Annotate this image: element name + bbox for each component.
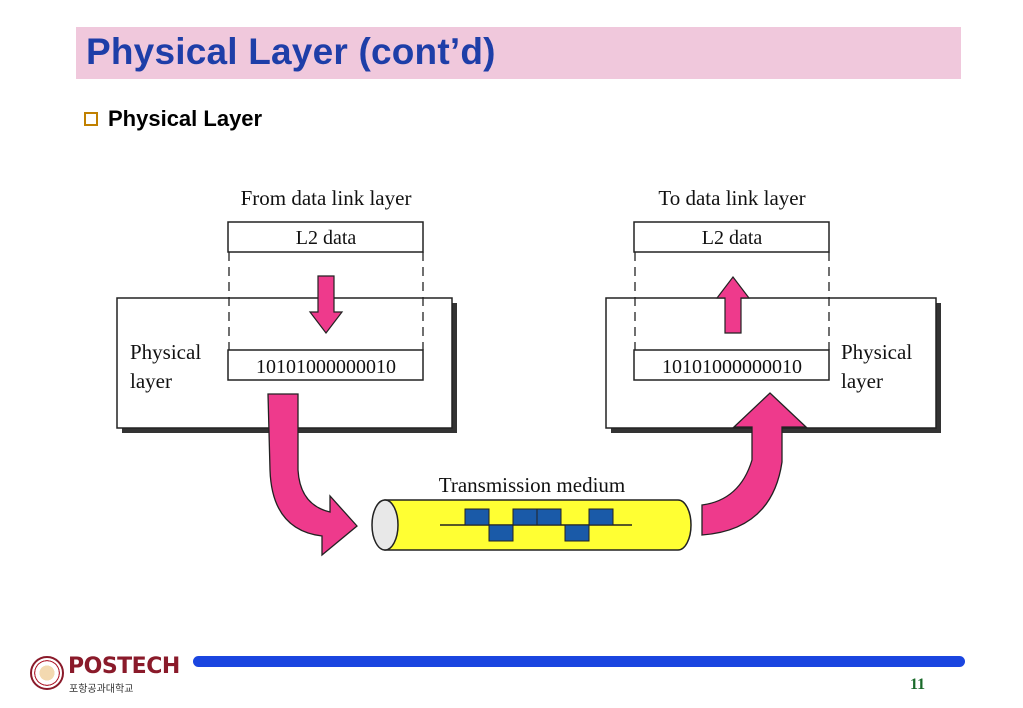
left-bits-box (227, 349, 424, 381)
right-heading: To data link layer (658, 186, 805, 210)
medium-label: Transmission medium (439, 473, 626, 497)
bullet-square-icon (84, 112, 98, 126)
left-layer-label-2: layer (130, 369, 172, 393)
curved-arrow-to-medium-icon (267, 393, 358, 557)
right-bits: 10101000000010 (662, 356, 802, 378)
curved-arrow-from-medium-icon (701, 392, 808, 536)
up-arrow-icon (715, 276, 751, 334)
logo-name: POSTECH (68, 654, 180, 679)
right-bits-box (633, 349, 830, 381)
logo-subtitle: 포항공과대학교 (69, 684, 134, 695)
title-bar: Physical Layer (cont’d) (76, 27, 961, 79)
right-l2-label: L2 data (702, 227, 763, 249)
postech-logo: POSTECH 포항공과대학교 (30, 654, 180, 696)
left-l2-box (227, 221, 424, 253)
left-bits: 10101000000010 (256, 356, 396, 378)
postech-emblem-icon (30, 656, 64, 690)
bullet-item: Physical Layer (84, 104, 262, 134)
page-number: 11 (910, 676, 926, 693)
left-heading: From data link layer (241, 186, 412, 210)
bullet-text: Physical Layer (108, 106, 263, 131)
left-layer-label-1: Physical (130, 340, 201, 364)
down-arrow-icon (308, 275, 344, 334)
signal-pulses (464, 508, 614, 542)
right-layer-label-1: Physical (841, 340, 912, 364)
slide-title: Physical Layer (cont’d) (86, 31, 496, 72)
footer-bar (193, 656, 965, 667)
left-l2-label: L2 data (296, 227, 357, 249)
right-layer-label-2: layer (841, 369, 883, 393)
right-l2-box (633, 221, 830, 253)
